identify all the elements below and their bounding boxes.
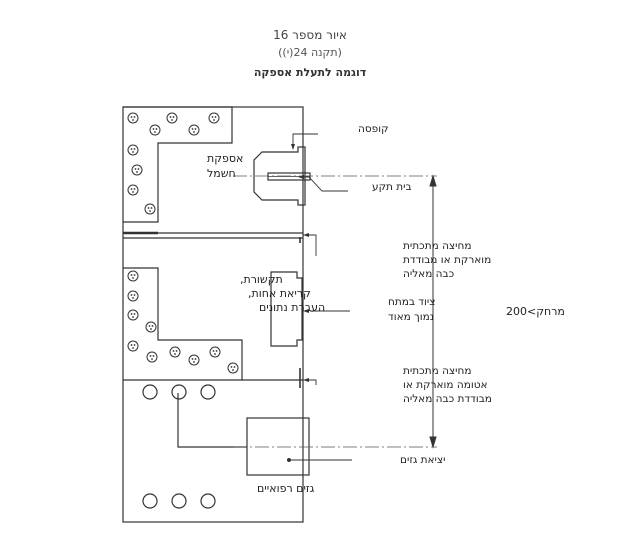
- partition-1-label-1: מחיצה מתכתית: [403, 240, 472, 252]
- gas-pipe-circle: [142, 384, 158, 400]
- box-label: קופסה: [358, 123, 389, 135]
- box: [253, 146, 306, 206]
- gas-outlet-box: [246, 417, 310, 476]
- distance-label: מרחק>200: [506, 305, 565, 318]
- figure-title: דוגמה לתעלת אספקה: [253, 66, 367, 79]
- medical-gases-label: גזים רפואיים: [257, 482, 315, 495]
- communications-label-3: העברת נתונים: [259, 301, 325, 314]
- electric-cable-dots: [130, 116, 217, 212]
- low-voltage-label-1: ציוד במתח: [388, 296, 435, 308]
- socket-label: בית תקע: [372, 181, 412, 193]
- figure-number: איור מספר 16: [273, 28, 347, 42]
- low-voltage-label-2: נמוך מאוד: [388, 311, 434, 323]
- gas-outlet-dot: [287, 458, 291, 462]
- partition-1-label-2: מוארקת או מבודדת: [403, 254, 491, 266]
- socket-leader: [300, 176, 348, 192]
- partition-1-label-3: כבה מאליה: [403, 268, 454, 280]
- distance-dimension: [429, 174, 437, 449]
- communication-cables: [127, 270, 239, 374]
- electric-supply-label-2: חשמל: [207, 167, 236, 180]
- communications-label-2: קריאת אחות,: [248, 287, 311, 300]
- communication-cable-dots: [130, 274, 236, 371]
- gas-pipe: [177, 393, 247, 448]
- electric-supply-label-1: אספקת: [207, 152, 243, 165]
- communications-label-1: תקשורת,: [240, 273, 283, 286]
- partition-2-leader: [303, 379, 317, 385]
- electric-cable-area: [123, 106, 233, 223]
- partition-2-label-1: מחיצה מתכתית: [403, 365, 472, 377]
- regulation-reference: (תקנה 24(י)): [278, 46, 342, 59]
- gas-outlet-label: יציאת גזים: [400, 454, 445, 466]
- partition-2-label-2: אטומה מוארקת או: [403, 379, 488, 391]
- communications-cable-area: [123, 267, 243, 380]
- electric-cables: [127, 112, 220, 215]
- partition-1-leader: [303, 234, 317, 256]
- partition-2-label-3: מבודדת כבה מאליה: [403, 393, 492, 405]
- low-voltage-equipment: [270, 271, 303, 347]
